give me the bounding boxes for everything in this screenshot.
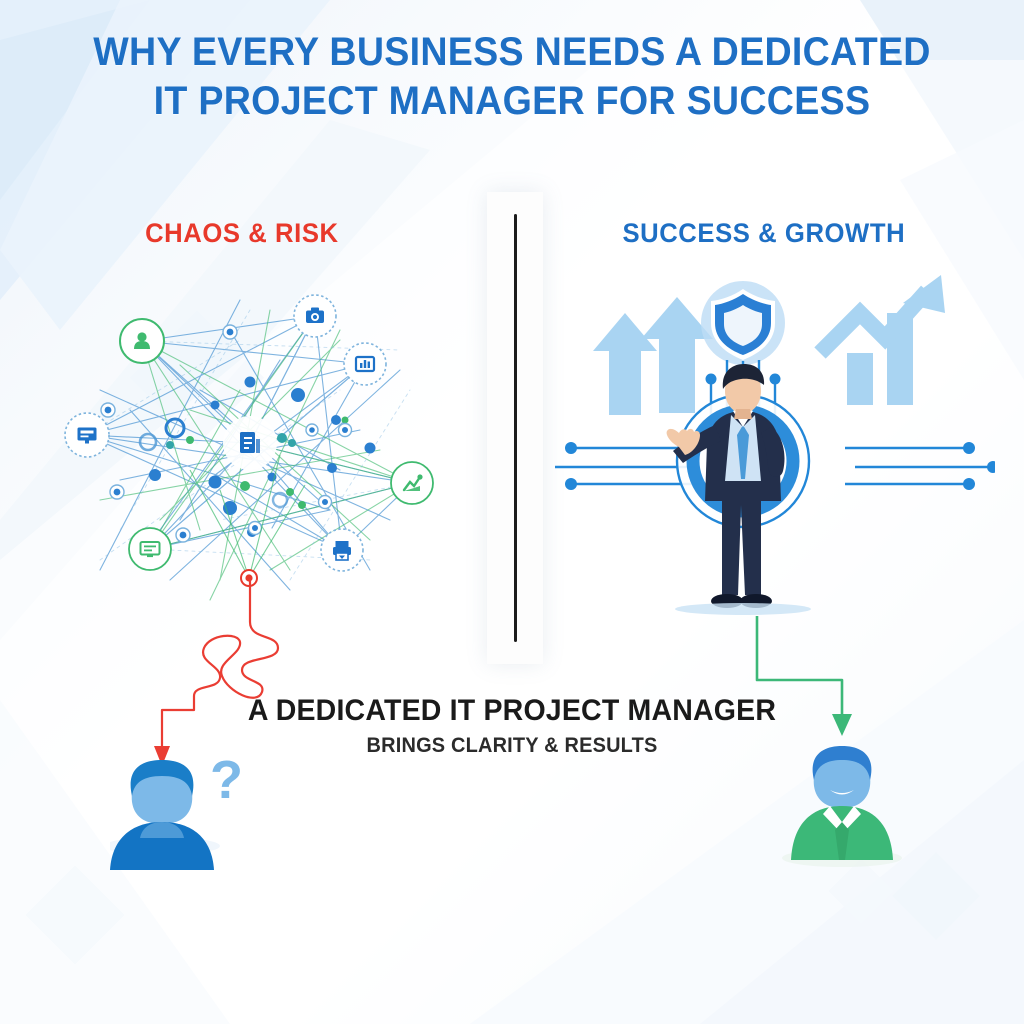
title-line-2: IT PROJECT MANAGER FOR SUCCESS (153, 78, 871, 123)
confident-person-avatar (782, 746, 902, 867)
heading-chaos-risk: CHAOS & RISK (145, 218, 339, 248)
chaos-network-illustration (40, 270, 480, 615)
bar-1 (847, 353, 873, 405)
print-icon (320, 528, 364, 572)
page-title: WHY EVERY BUSINESS NEEDS A DEDICATED IT … (0, 28, 1024, 126)
upward-arrows (593, 297, 713, 415)
center-divider (487, 192, 543, 664)
document-hub-icon (223, 416, 277, 470)
camera-icon (293, 294, 337, 338)
diamond-bl (25, 865, 125, 965)
caption-sub-line: BRINGS CLARITY & RESULTS (366, 734, 658, 757)
title-line-1: WHY EVERY BUSINESS NEEDS A DEDICATED (93, 30, 931, 74)
monitor-icon (64, 412, 110, 458)
growth-bar-chart (814, 275, 945, 405)
arrow-up-1 (593, 313, 657, 415)
figure-neck (734, 409, 752, 419)
growth-chart-icon (390, 461, 434, 505)
success-svg (555, 275, 999, 615)
person-icon (119, 318, 165, 364)
bottom-caption: A DEDICATED IT PROJECT MANAGER BRINGS CL… (0, 694, 1024, 758)
screen-share-icon (128, 527, 172, 571)
presentation-icon (343, 342, 387, 386)
heading-success-growth: SUCCESS & GROWTH (622, 218, 906, 248)
confused-person-avatar (104, 760, 220, 870)
figure-legs (722, 493, 761, 595)
question-mark-badge: ? (210, 750, 243, 810)
divider-line (513, 214, 517, 642)
shield-icon (701, 281, 785, 365)
network-svg (64, 294, 434, 601)
success-illustration (555, 265, 999, 660)
caption-main-line: A DEDICATED IT PROJECT MANAGER (247, 694, 777, 727)
